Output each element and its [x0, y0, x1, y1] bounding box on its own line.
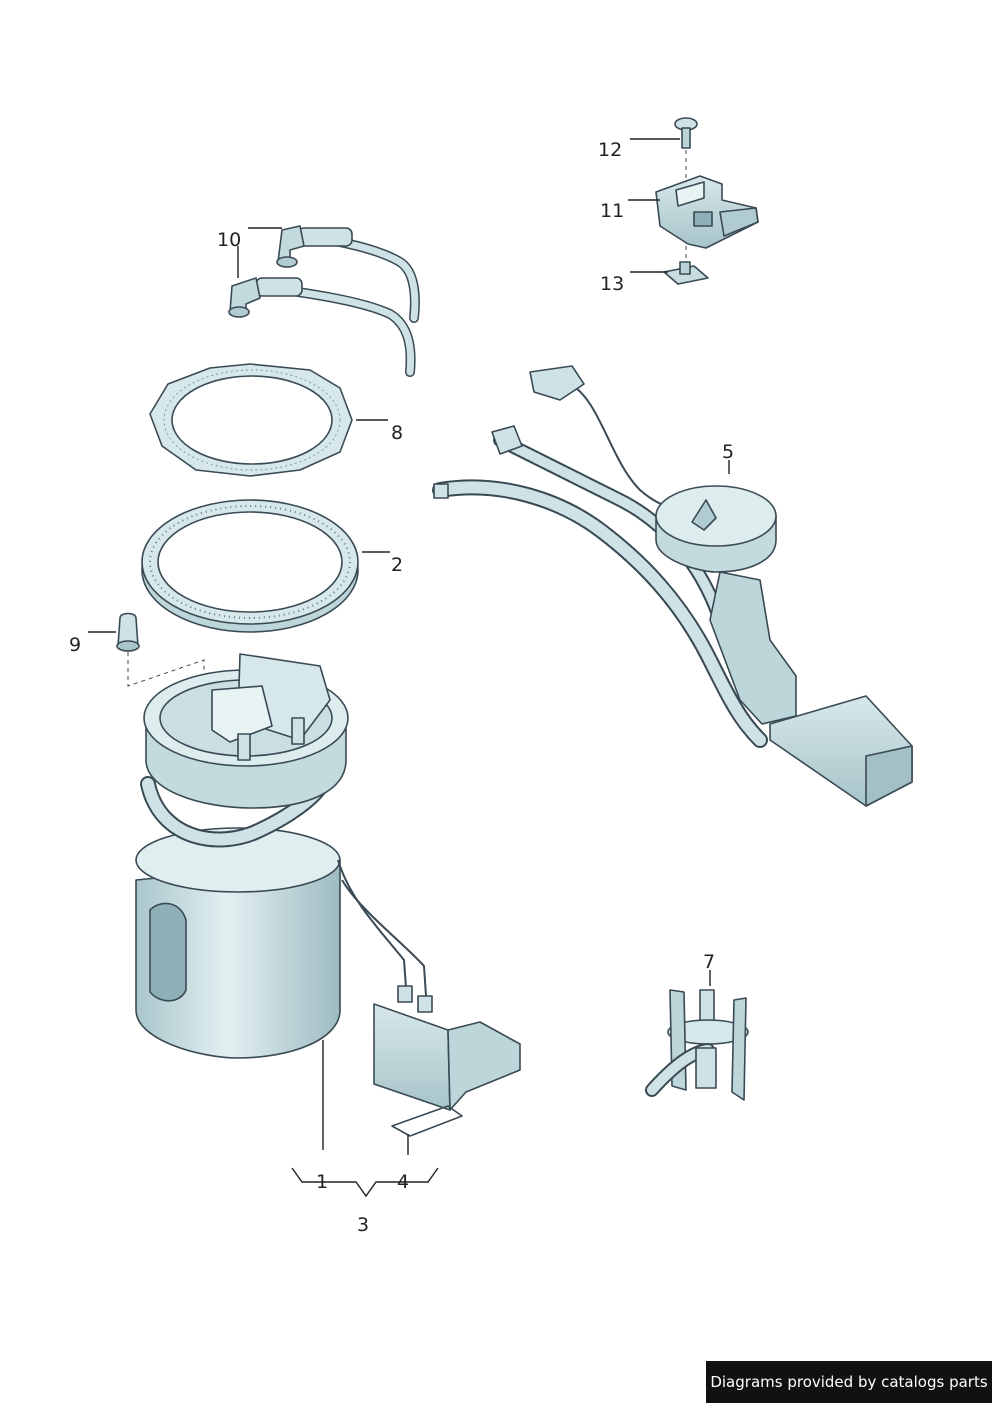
part-7-valve: [645, 989, 749, 1101]
callout-9: 9: [69, 634, 81, 656]
part-11-control-unit: [655, 175, 759, 249]
callout-2: 2: [391, 554, 403, 576]
callout-7: 7: [703, 951, 715, 973]
callout-11: 11: [600, 200, 624, 222]
callout-10: 10: [217, 229, 241, 251]
part-5-fuel-level-sender: [432, 365, 913, 807]
part-2-sealing-ring: [141, 499, 359, 633]
callout-13: 13: [600, 273, 624, 295]
callout-8: 8: [391, 422, 403, 444]
callout-3: 3: [357, 1214, 369, 1236]
callout-4: 4: [397, 1171, 409, 1193]
callout-12: 12: [598, 139, 622, 161]
part-8-locking-ring: [149, 363, 353, 477]
part-1-fuel-pump-module: [135, 653, 433, 1059]
part-4-bracket: [373, 1003, 521, 1137]
part-10-fuel-lines: [228, 225, 420, 377]
part-13-clip-nut: [663, 261, 709, 285]
callout-1: 1: [316, 1171, 328, 1193]
credit-banner: Diagrams provided by catalogs parts: [706, 1361, 992, 1403]
callout-5: 5: [722, 441, 734, 463]
callout-labels: 12 11 13 10 8 5 2 9 7 1 4 3: [69, 139, 734, 1236]
part-9-cap: [116, 612, 205, 720]
leader-lines: [88, 138, 730, 1198]
